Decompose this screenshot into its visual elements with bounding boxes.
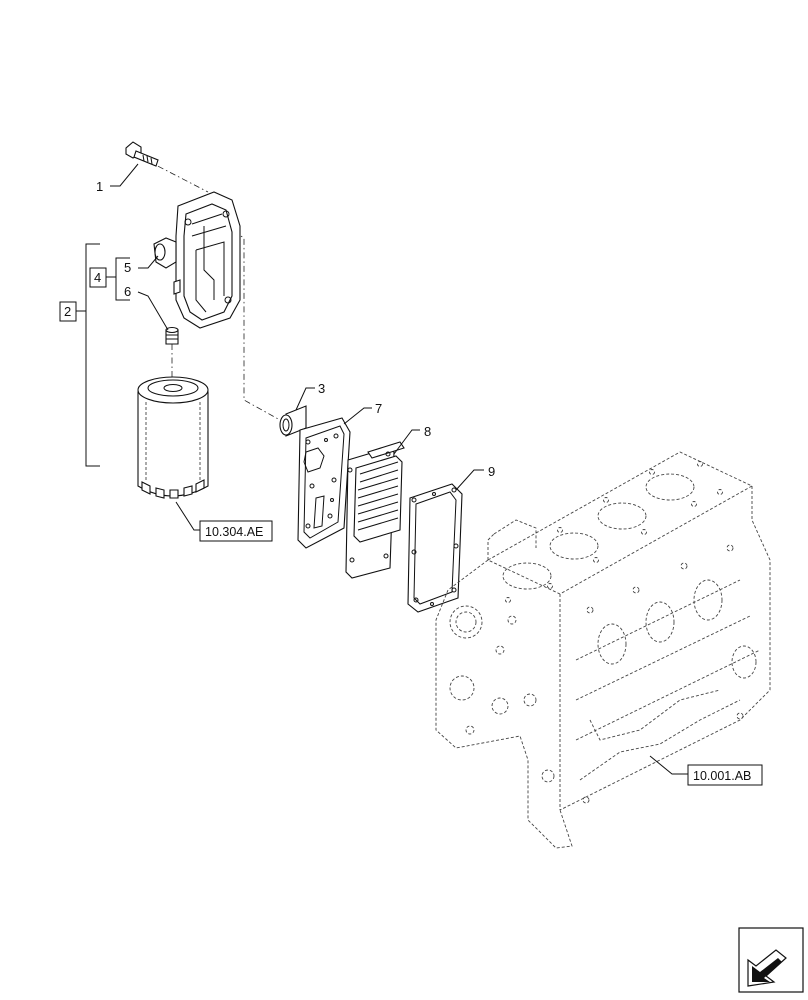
callout-6: 6: [124, 284, 131, 299]
filter-ref-box[interactable]: [199, 520, 273, 542]
sleeve-part: [279, 405, 307, 437]
filter-ref-label[interactable]: 10.304.AE: [205, 525, 263, 539]
gasket2-part: [407, 483, 463, 613]
callout-8: 8: [424, 424, 431, 439]
callout-2: 2: [64, 304, 71, 319]
block-ref-label[interactable]: 10.001.AB: [693, 769, 751, 783]
callout-9: 9: [488, 464, 495, 479]
filter-head-part: [153, 191, 241, 329]
engine-block-part: [435, 451, 771, 849]
nipple-part: [165, 326, 179, 345]
bolt-part: [125, 141, 159, 167]
callout-1: 1: [96, 179, 103, 194]
callout-5: 5: [124, 260, 131, 275]
references: 10.304.AE 10.001.AB: [199, 520, 763, 786]
callout-7: 7: [375, 401, 382, 416]
leader-lines: [76, 163, 688, 775]
oil-filter-part: [137, 376, 209, 499]
callouts: 1 5 6 3 7 8 9 4 2: [59, 179, 495, 479]
oil-cooler-part: [345, 441, 405, 579]
callout-3: 3: [318, 381, 325, 396]
callout-2-box: [59, 301, 77, 322]
callout-4-box: [89, 267, 107, 288]
block-ref-box[interactable]: [687, 764, 763, 786]
gasket-part: [297, 417, 351, 549]
assembly-lines: [145, 159, 281, 421]
callout-4: 4: [94, 270, 101, 285]
arrow-icon[interactable]: [738, 927, 804, 993]
